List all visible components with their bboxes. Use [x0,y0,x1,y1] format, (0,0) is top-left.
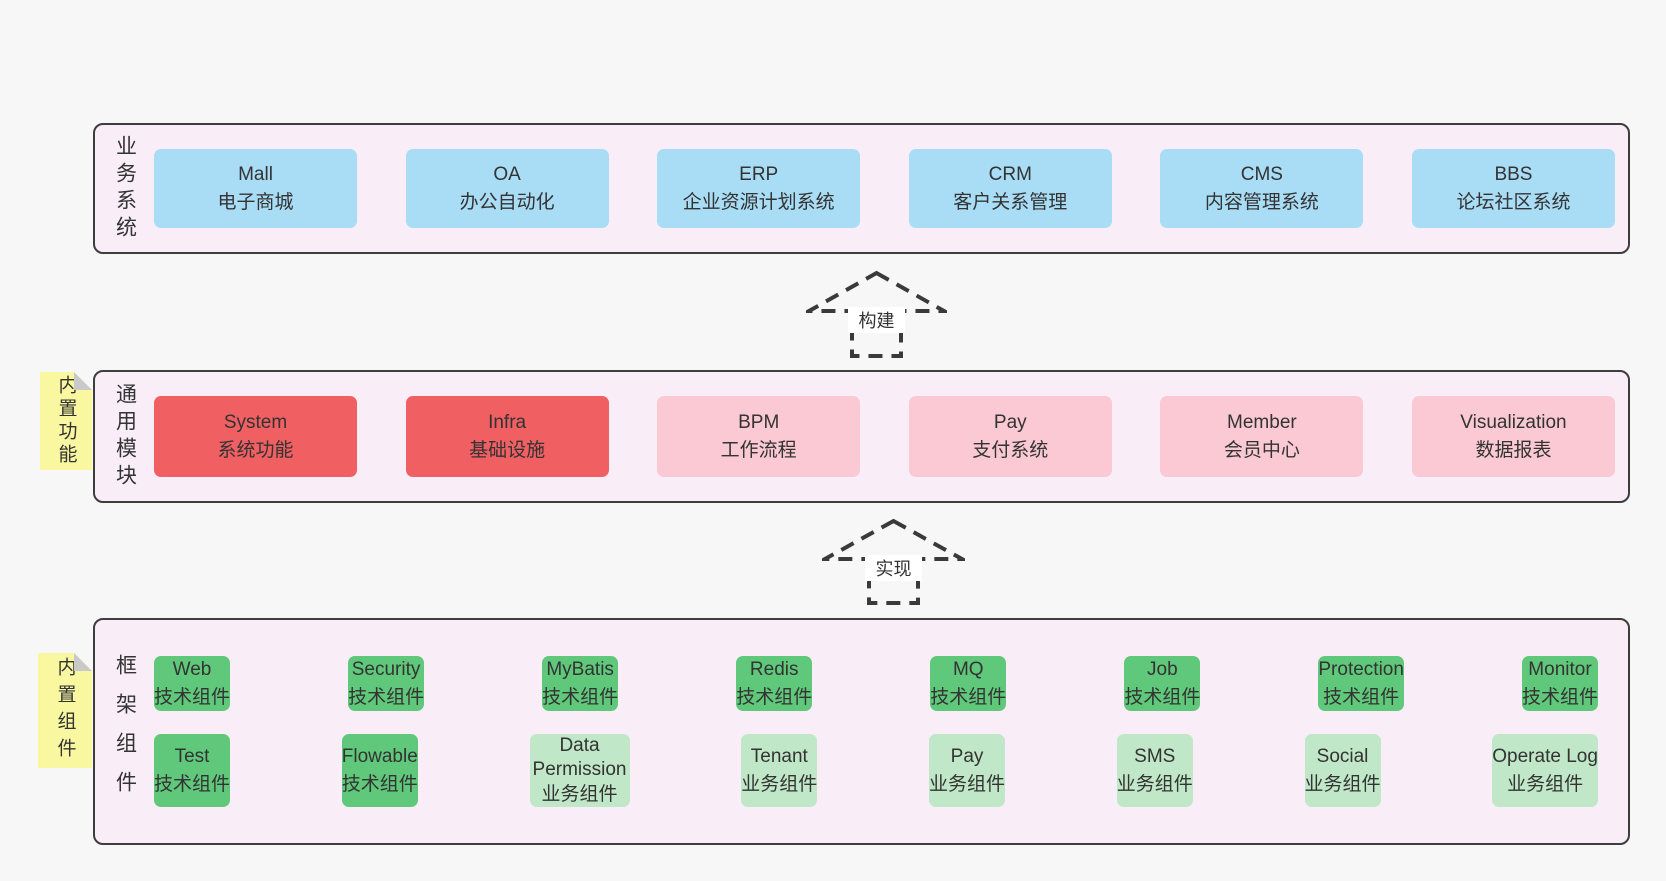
box-test: Test 技术组件 [154,734,231,808]
box-flowable: Flowable 技术组件 [341,734,418,808]
arrow-up-build: 构建 [801,270,952,364]
dashed-up-arrow-icon: 构建 [801,270,952,358]
box-system: System 系统功能 [154,396,357,477]
arrow-up-implement: 实现 [817,518,970,611]
modules-layer-label: 通用模块 [113,382,137,491]
box-mybatis: MyBatis 技术组件 [542,655,619,712]
box-pay-component: Pay 业务组件 [929,734,1006,808]
folded-corner-icon [74,653,92,671]
component-row-1: Web 技术组件 Security 技术组件 MyBatis 技术组件 Redi… [154,655,1598,712]
box-infra: Infra 基础设施 [405,396,609,477]
components-layer-label: 框架组件 [113,653,137,810]
box-tenant: Tenant 业务组件 [741,734,818,808]
box-data-permission: Data Permission 业务组件 [529,734,630,808]
box-oa: OA 办公自动化 [405,149,609,228]
box-mq: MQ 技术组件 [930,655,1007,712]
business-layer-label: 业务系统 [113,134,137,243]
sticky-note-built-in-components: 内置组件 [38,653,92,768]
box-member: Member 会员中心 [1160,396,1364,477]
box-operate-log: Operate Log 业务组件 [1492,734,1598,808]
arrow-build-label: 构建 [859,311,895,331]
arrow-implement-label: 实现 [876,559,912,579]
box-security: Security 技术组件 [348,655,425,712]
box-bpm: BPM 工作流程 [657,396,861,477]
box-job: Job 技术组件 [1124,655,1201,712]
box-erp: ERP 企业资源计划系统 [657,149,861,228]
box-crm: CRM 客户关系管理 [908,149,1112,228]
box-redis: Redis 技术组件 [736,655,813,712]
business-boxes: Mall 电子商城 OA 办公自动化 ERP 企业资源计划系统 CRM 客户关系… [154,125,1628,252]
component-row-2: Test 技术组件 Flowable 技术组件 Data Permission … [154,734,1598,808]
box-protection: Protection 技术组件 [1318,655,1404,712]
box-bbs: BBS 论坛社区系统 [1411,149,1615,228]
business-systems-layer: 业务系统 Mall 电子商城 OA 办公自动化 ERP 企业资源计划系统 CRM… [93,123,1630,254]
module-boxes: System 系统功能 Infra 基础设施 BPM 工作流程 Pay 支付系统… [154,372,1628,501]
sticky-note-built-in-features: 内置功能 [40,372,92,470]
folded-corner-icon [74,372,92,390]
box-web: Web 技术组件 [154,655,231,712]
box-sms: SMS 业务组件 [1116,734,1193,808]
component-rows: Web 技术组件 Security 技术组件 MyBatis 技术组件 Redi… [154,620,1628,843]
box-pay-system: Pay 支付系统 [908,396,1112,477]
framework-components-layer: 框架组件 Web 技术组件 Security 技术组件 MyBatis 技术组件… [93,618,1630,845]
box-mall: Mall 电子商城 [154,149,357,228]
box-monitor: Monitor 技术组件 [1521,655,1598,712]
dashed-up-arrow-icon: 实现 [817,518,970,605]
box-cms: CMS 内容管理系统 [1160,149,1364,228]
box-visualization: Visualization 数据报表 [1411,396,1615,477]
common-modules-layer: 通用模块 System 系统功能 Infra 基础设施 BPM 工作流程 Pay… [93,370,1630,503]
box-social: Social 业务组件 [1304,734,1381,808]
